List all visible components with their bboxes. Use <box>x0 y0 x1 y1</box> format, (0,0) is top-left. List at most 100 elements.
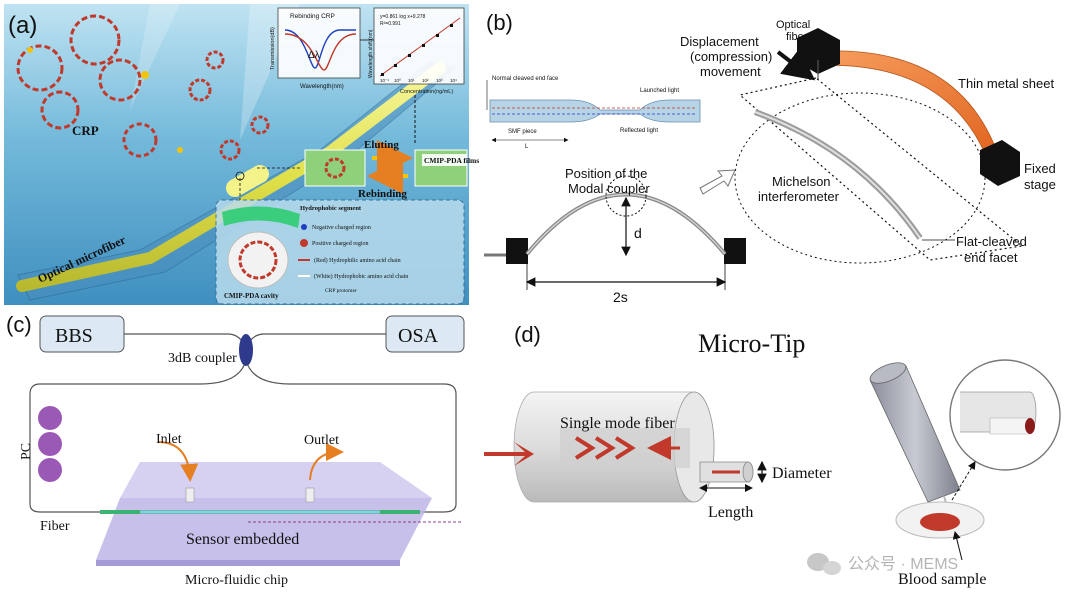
yellow-particles <box>27 47 183 153</box>
3db-coupler-shape <box>239 334 253 366</box>
single-mode-fiber-label: Single mode fiber <box>560 415 675 432</box>
delta-lambda-label: Δλ <box>308 50 320 61</box>
blood-sample-label: Blood sample <box>898 571 986 588</box>
osa-label: OSA <box>398 325 439 347</box>
rebinding-label: Rebinding <box>358 188 407 200</box>
inset-spectrum: Rebinding CRP Δλ Wavelength(nm) Transmis… <box>270 7 361 90</box>
plot-tick: 10⁻¹ <box>380 78 389 83</box>
bbs-label: BBS <box>55 325 93 347</box>
panel-d: (d) Micro-Tip Single mode fiber Diameter <box>484 322 1061 588</box>
panel-a: (a) CRP Optical microfiber <box>4 4 479 305</box>
flat-cleaved-label-1: Flat-cleaved <box>956 234 1027 249</box>
displacement-label-2: (compression) <box>690 49 772 64</box>
2s-label: 2s <box>613 289 628 305</box>
hollow-arrow <box>699 169 736 195</box>
coupler-label: 3dB coupler <box>168 351 237 366</box>
d-label: d <box>634 225 642 241</box>
panel-c: (c) BBS OSA 3dB coupler PC Inl <box>6 312 465 588</box>
right-fiber-loop <box>245 359 457 513</box>
panel-a-label: (a) <box>8 12 37 39</box>
protomer-label: CRP protomer <box>325 288 357 294</box>
rebinding-crp-label: Rebinding CRP <box>290 13 335 20</box>
left-fiber-loop <box>29 359 247 513</box>
crp-label: CRP <box>72 123 99 138</box>
film-process: Eluting CMIP-PDA films Rebinding <box>304 139 479 200</box>
displacement-label-1: Displacement <box>680 34 759 49</box>
normal-end-label: Normal cleaved end face <box>492 76 559 82</box>
input-light-arrow <box>484 442 534 466</box>
plot-tick: 10¹ <box>408 78 415 83</box>
pc-label: PC <box>19 443 34 460</box>
plot-tick: 10² <box>422 78 429 83</box>
film-label: CMIP-PDA films <box>424 156 479 165</box>
plot-tick: 10³ <box>436 78 443 83</box>
inlet-arrow <box>157 441 199 482</box>
calibration-plot: y=0.861 log x+9.278 R²=0.991 10⁻¹ 10⁰ 10… <box>368 7 465 95</box>
hydrophobic-segment-label: Hydrophobic segment <box>300 205 362 212</box>
crp-protein-clusters <box>16 14 270 161</box>
micro-tip <box>699 460 767 492</box>
plot-x-label: Concentration(ng/mL) <box>400 89 453 95</box>
legend-positive: Positive charged region <box>312 241 369 247</box>
cavity-detail: Hydrophobic segment Negative charged reg… <box>215 199 465 305</box>
flat-cleaved-label-2: end facet <box>964 250 1018 265</box>
panel-b: (b) Normal cleaved end face SMF piece L … <box>484 10 1056 305</box>
optical-fiber-label-1: Optical <box>776 19 810 31</box>
thin-metal-label: Thin metal sheet <box>958 76 1054 91</box>
bent-fiber-arc: d 2s Position of the Modal coupler <box>484 166 746 305</box>
eluting-label: Eluting <box>364 139 399 151</box>
chip-label: Micro-fluidic chip <box>185 573 288 588</box>
plot-equation: y=0.861 log x+9.278 <box>380 14 426 20</box>
reflected-light-label: Reflected light <box>620 128 658 134</box>
micro-tip-title: Micro-Tip <box>698 329 805 358</box>
panel-d-label: (d) <box>514 322 541 347</box>
fiber-label: Fiber <box>40 519 70 534</box>
osa-box <box>385 315 465 353</box>
panel-b-label: (b) <box>486 10 513 35</box>
light-ray <box>130 4 180 110</box>
smf-piece-label: SMF piece <box>508 129 537 135</box>
legend-negative: Negative charged region <box>312 225 371 231</box>
outlet-arrow <box>309 443 344 481</box>
modal-coupler-label-2: Modal coupler <box>568 181 650 196</box>
top-fiber-line <box>124 333 386 350</box>
bbs-box <box>39 315 125 353</box>
fiber-schematic: Normal cleaved end face SMF piece L Laun… <box>486 76 701 150</box>
positive-marker <box>300 239 308 247</box>
launched-light-label: Launched light <box>640 88 679 94</box>
watermark-text: 公众号 · MEMS <box>848 555 958 573</box>
cavity-label: CMIP-PDA cavity <box>224 292 279 300</box>
metal-sheet-setup: Displacement (compression) movement Opti… <box>680 19 1056 265</box>
legend-red-chain: (Red) Hydrophilic amino acid chain <box>314 257 401 264</box>
length-label: Length <box>708 504 753 521</box>
legend-white-chain: (White) Hydrophobic amino acid chain <box>314 273 408 280</box>
michelson-label-2: interferometer <box>758 189 840 204</box>
outlet-label: Outlet <box>304 433 339 448</box>
plot-tick: 10⁰ <box>394 78 401 83</box>
plot-r2: R²=0.991 <box>380 21 401 27</box>
plot-tick: 10⁴ <box>450 78 457 83</box>
panel-c-label: (c) <box>6 312 32 337</box>
plot-tick-labels: 10⁻¹ 10⁰ 10¹ 10² 10³ 10⁴ <box>380 78 457 83</box>
negative-marker <box>301 224 307 230</box>
sensor-embedded-label: Sensor embedded <box>186 531 299 548</box>
displacement-label-3: movement <box>700 64 761 79</box>
cavity-zoom-circle <box>235 171 245 181</box>
optical-fiber-label-2: fiber <box>786 31 808 43</box>
michelson-label-1: Michelson <box>772 174 831 189</box>
diameter-label: Diameter <box>772 465 832 482</box>
modal-coupler-label-1: Position of the <box>565 166 647 181</box>
inlet-label: Inlet <box>156 432 182 447</box>
length-l-label: L <box>525 144 529 150</box>
inset-x-label: Wavelength(nm) <box>300 84 344 90</box>
single-mode-fiber-cylinder <box>484 391 715 503</box>
plot-y-label: Wavelength shift (nm) <box>368 29 374 78</box>
probe-assembly <box>869 359 1061 561</box>
micro-fluidic-chip <box>96 462 462 566</box>
polarization-controller <box>38 406 62 482</box>
fixed-stage-label-2: stage <box>1024 177 1056 192</box>
inset-y-label: Transmission(dB) <box>270 27 276 70</box>
fixed-stage-label-1: Fixed <box>1024 161 1056 176</box>
watermark: 公众号 · MEMS <box>807 553 958 575</box>
